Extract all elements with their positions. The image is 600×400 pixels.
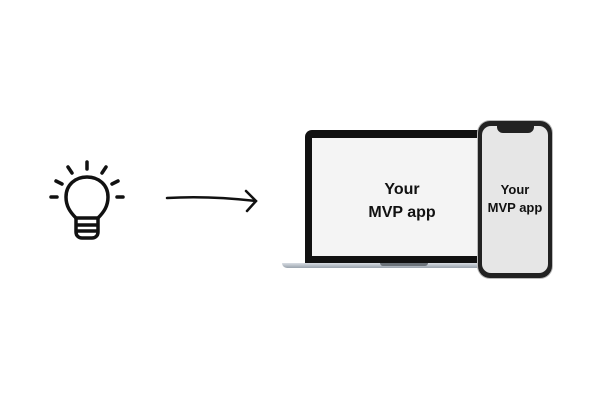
phone-app-label: Your MVP app — [482, 181, 548, 217]
laptop-hinge-notch — [380, 263, 428, 266]
phone-label-line2: MVP app — [487, 200, 543, 215]
phone-label-line1: Your — [500, 182, 530, 197]
phone-notch — [497, 126, 534, 133]
lightbulb-icon — [49, 160, 125, 240]
laptop-label-line2: MVP app — [368, 204, 436, 221]
arrow-right-icon — [165, 189, 258, 213]
laptop-label-line1: Your — [384, 181, 420, 198]
phone-screen — [482, 126, 548, 273]
laptop-app-label: Your MVP app — [312, 178, 492, 224]
laptop-screen — [312, 138, 492, 256]
